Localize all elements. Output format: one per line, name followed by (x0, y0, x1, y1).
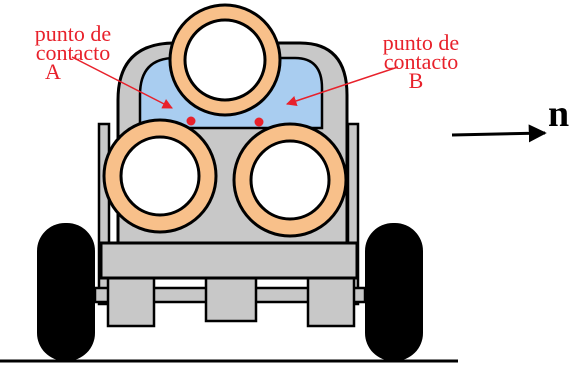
contact-point-a (186, 116, 196, 126)
contact-a-letter: A (45, 59, 61, 84)
chassis-left-block (106, 274, 156, 328)
contact-a-label: punto de contacto A (8, 21, 138, 83)
right-wheel (365, 223, 423, 361)
pipe-right (232, 122, 348, 238)
contact-point-b (254, 117, 264, 127)
contact-b-letter: B (408, 68, 424, 93)
pipe-top (168, 3, 282, 117)
pipe-left (102, 118, 218, 234)
left-rail (97, 122, 111, 306)
contact-a-line1: punto de (34, 21, 112, 46)
normal-vector-arrow (451, 124, 547, 143)
normal-vector-label: n (548, 93, 570, 135)
chassis-right-block (306, 274, 356, 328)
contact-a-line2: contacto (35, 40, 111, 65)
pointer-arrow-a (71, 56, 173, 109)
contact-b-line1: punto de (382, 30, 460, 55)
chassis-center-block (204, 274, 258, 323)
contact-b-line2: contacto (383, 49, 459, 74)
pointer-arrow-b (286, 66, 399, 106)
contact-b-label: punto de contacto B (356, 30, 486, 92)
left-wheel (37, 223, 95, 361)
truck-bed (99, 241, 359, 280)
